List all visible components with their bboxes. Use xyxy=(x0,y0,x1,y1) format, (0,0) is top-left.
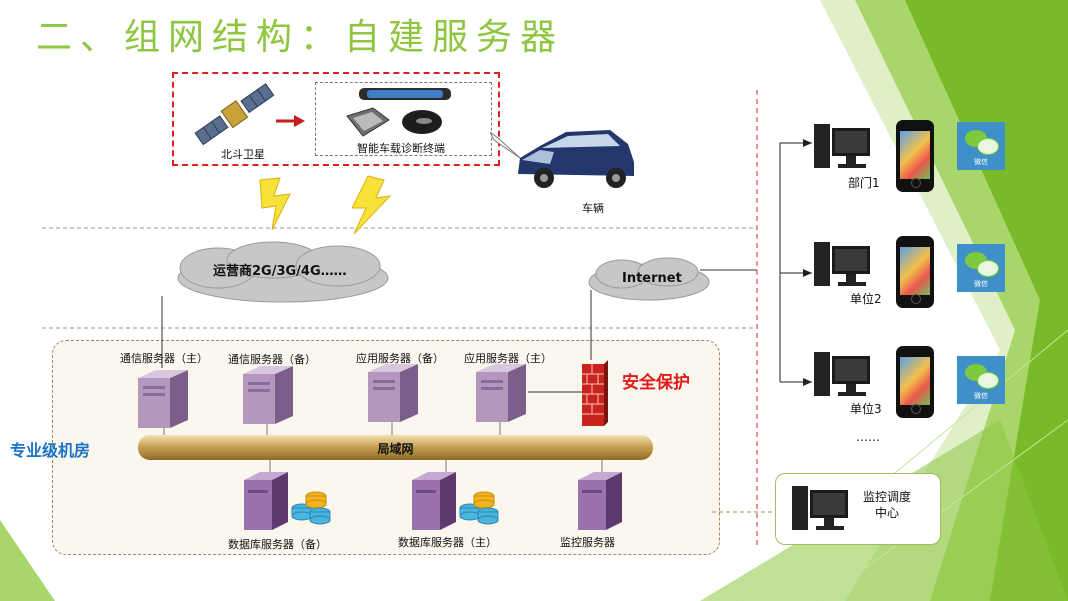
wechat-label: 微信 xyxy=(974,392,988,400)
security-label: 安全保护 xyxy=(622,373,690,393)
more-clients-label: …… xyxy=(856,430,880,444)
smartphone-icon xyxy=(896,236,934,308)
server-label: 监控服务器 xyxy=(560,536,615,549)
wechat-icon: 微信 xyxy=(957,244,1005,292)
page-title: 二、组网结构：自建服务器 xyxy=(36,17,565,58)
obd-device-icon xyxy=(402,110,442,134)
database-server-icon xyxy=(412,472,499,530)
carrier-cloud-label: 运营商2G/3G/4G…… xyxy=(213,264,347,279)
car-icon xyxy=(518,130,634,188)
desktop-computer-icon xyxy=(792,486,848,530)
server-label: 数据库服务器（主） xyxy=(398,536,497,549)
client-label: 部门1 xyxy=(848,176,880,190)
monitoring-server-icon xyxy=(578,472,622,530)
lan-bus: 局域网 xyxy=(138,435,653,460)
desktop-computer-icon xyxy=(814,242,870,286)
smartphone-icon xyxy=(896,120,934,192)
server-icon xyxy=(368,364,418,422)
monitoring-center-label: 监控调度 xyxy=(863,490,912,504)
device-panel xyxy=(172,72,500,166)
wireless-signal-icon xyxy=(259,175,392,235)
lan-label: 局域网 xyxy=(377,442,414,456)
server-icon xyxy=(243,366,293,424)
desktop-computer-icon xyxy=(814,124,870,168)
satellite-icon xyxy=(194,83,275,146)
client-label: 单位3 xyxy=(850,402,882,416)
server-label: 通信服务器（主） xyxy=(120,352,208,365)
firewall-icon xyxy=(582,360,608,426)
wechat-icon: 微信 xyxy=(957,356,1005,404)
vehicle-label: 车辆 xyxy=(582,202,604,215)
chip-device-icon xyxy=(346,107,390,137)
carrier-cloud-icon xyxy=(177,241,389,303)
internet-cloud-icon xyxy=(588,257,710,301)
internet-cloud-label: Internet xyxy=(622,271,682,286)
arrow-right-icon xyxy=(276,115,305,127)
terminal-panel xyxy=(315,82,492,156)
wechat-icon: 微信 xyxy=(957,122,1005,170)
satellite-label: 北斗卫星 xyxy=(221,148,265,161)
server-label: 应用服务器（备） xyxy=(356,352,444,365)
desktop-computer-icon xyxy=(814,352,870,396)
wechat-label: 微信 xyxy=(974,280,988,288)
server-icon xyxy=(138,370,188,428)
server-icon xyxy=(476,364,526,422)
monitoring-center-label: 中心 xyxy=(875,506,900,520)
smartphone-icon xyxy=(896,346,934,418)
database-server-icon xyxy=(244,472,331,530)
mirror-device-icon xyxy=(359,88,451,100)
terminal-label: 智能车载诊断终端 xyxy=(357,142,445,155)
wechat-label: 微信 xyxy=(974,158,988,166)
server-label: 应用服务器（主） xyxy=(464,352,552,365)
server-label: 数据库服务器（备） xyxy=(228,538,327,551)
client-label: 单位2 xyxy=(850,292,882,306)
server-room-label: 专业级机房 xyxy=(10,441,91,460)
server-label: 通信服务器（备） xyxy=(228,353,316,366)
